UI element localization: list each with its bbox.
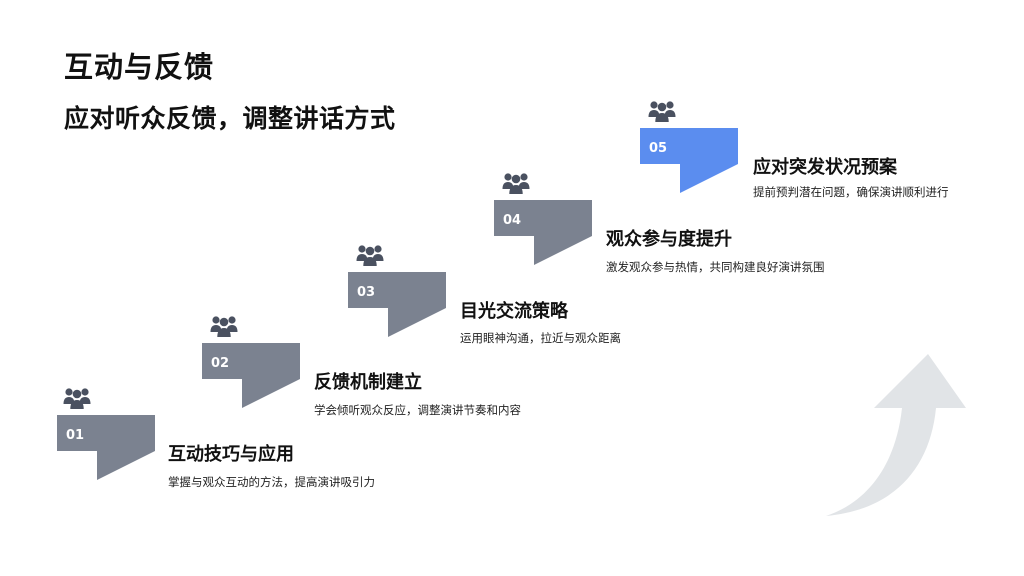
step-title: 目光交流策略	[460, 301, 568, 322]
step-description: 激发观众参与热情，共同构建良好演讲氛围	[606, 260, 825, 274]
people-group-icon	[63, 388, 91, 409]
step-number: 04	[503, 213, 522, 228]
people-group-icon	[210, 316, 238, 337]
step-description: 掌握与观众互动的方法，提高演讲吸引力	[168, 475, 375, 489]
step-description: 运用眼神沟通，拉近与观众距离	[460, 331, 621, 345]
step-title: 反馈机制建立	[314, 372, 422, 393]
step-number-badge: 05	[640, 128, 738, 193]
people-group-icon	[502, 173, 530, 194]
step-number: 05	[649, 141, 668, 156]
step-title: 互动技巧与应用	[168, 444, 294, 465]
step-title: 观众参与度提升	[606, 229, 732, 250]
step-number: 02	[211, 356, 230, 371]
step-description: 学会倾听观众反应，调整演讲节奏和内容	[314, 403, 521, 417]
growth-arrow-icon	[826, 354, 966, 516]
people-group-icon	[648, 101, 676, 122]
people-group-icon	[356, 245, 384, 266]
step-number: 01	[66, 428, 85, 443]
step-description: 提前预判潜在问题，确保演讲顺利进行	[753, 185, 949, 199]
slide-subtitle: 应对听众反馈，调整讲话方式	[64, 104, 396, 133]
step-number: 03	[357, 285, 376, 300]
step-number-badge: 04	[494, 200, 592, 265]
step-title: 应对突发状况预案	[753, 157, 897, 178]
step-number-badge: 03	[348, 272, 446, 337]
step-number-badge: 01	[57, 415, 155, 480]
slide-title: 互动与反馈	[64, 50, 215, 84]
step-number-badge: 02	[202, 343, 300, 408]
